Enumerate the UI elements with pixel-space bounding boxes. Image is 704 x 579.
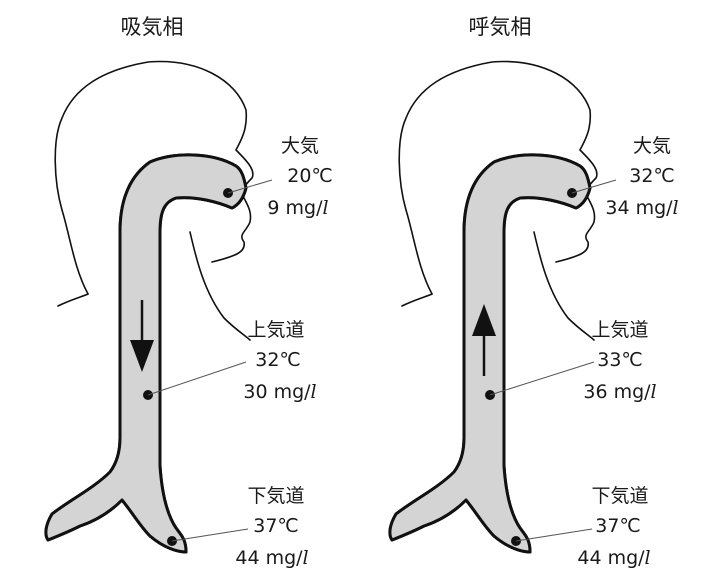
point-temperature: 37℃ <box>253 515 299 537</box>
point-temperature: 37℃ <box>595 515 641 537</box>
point-label: 大気 <box>281 135 319 157</box>
panel-inhalation: 吸気相 大気 20℃ 9 mg/l 上気道 32℃ 30 mg/l <box>46 15 333 569</box>
point-temperature: 32℃ <box>629 165 675 187</box>
point-label: 上気道 <box>591 319 648 341</box>
panel-title: 吸気相 <box>121 15 184 39</box>
point-upper-airway: 上気道 32℃ 30 mg/l <box>143 319 317 403</box>
point-upper-airway: 上気道 33℃ 36 mg/l <box>485 319 657 403</box>
panel-title: 呼気相 <box>469 15 532 39</box>
panel-exhalation: 呼気相 大気 32℃ 34 mg/l 上気道 33℃ 36 mg/l <box>390 15 679 569</box>
head-airway-illustration <box>46 62 253 552</box>
point-humidity: 44 mg/l <box>235 547 308 569</box>
point-label: 下気道 <box>591 485 648 507</box>
point-humidity: 30 mg/l <box>243 381 316 403</box>
head-airway-illustration <box>390 62 597 552</box>
point-humidity: 36 mg/l <box>583 381 656 403</box>
point-humidity: 34 mg/l <box>605 197 678 219</box>
point-humidity: 9 mg/l <box>267 197 328 219</box>
point-temperature: 20℃ <box>287 165 333 187</box>
point-lower-airway: 下気道 37℃ 44 mg/l <box>511 485 651 569</box>
point-humidity: 44 mg/l <box>577 547 650 569</box>
point-label: 大気 <box>633 135 671 157</box>
point-temperature: 33℃ <box>597 349 643 371</box>
point-label: 下気道 <box>247 485 304 507</box>
point-temperature: 32℃ <box>255 349 301 371</box>
point-label: 上気道 <box>247 319 304 341</box>
point-lower-airway: 下気道 37℃ 44 mg/l <box>167 485 309 569</box>
